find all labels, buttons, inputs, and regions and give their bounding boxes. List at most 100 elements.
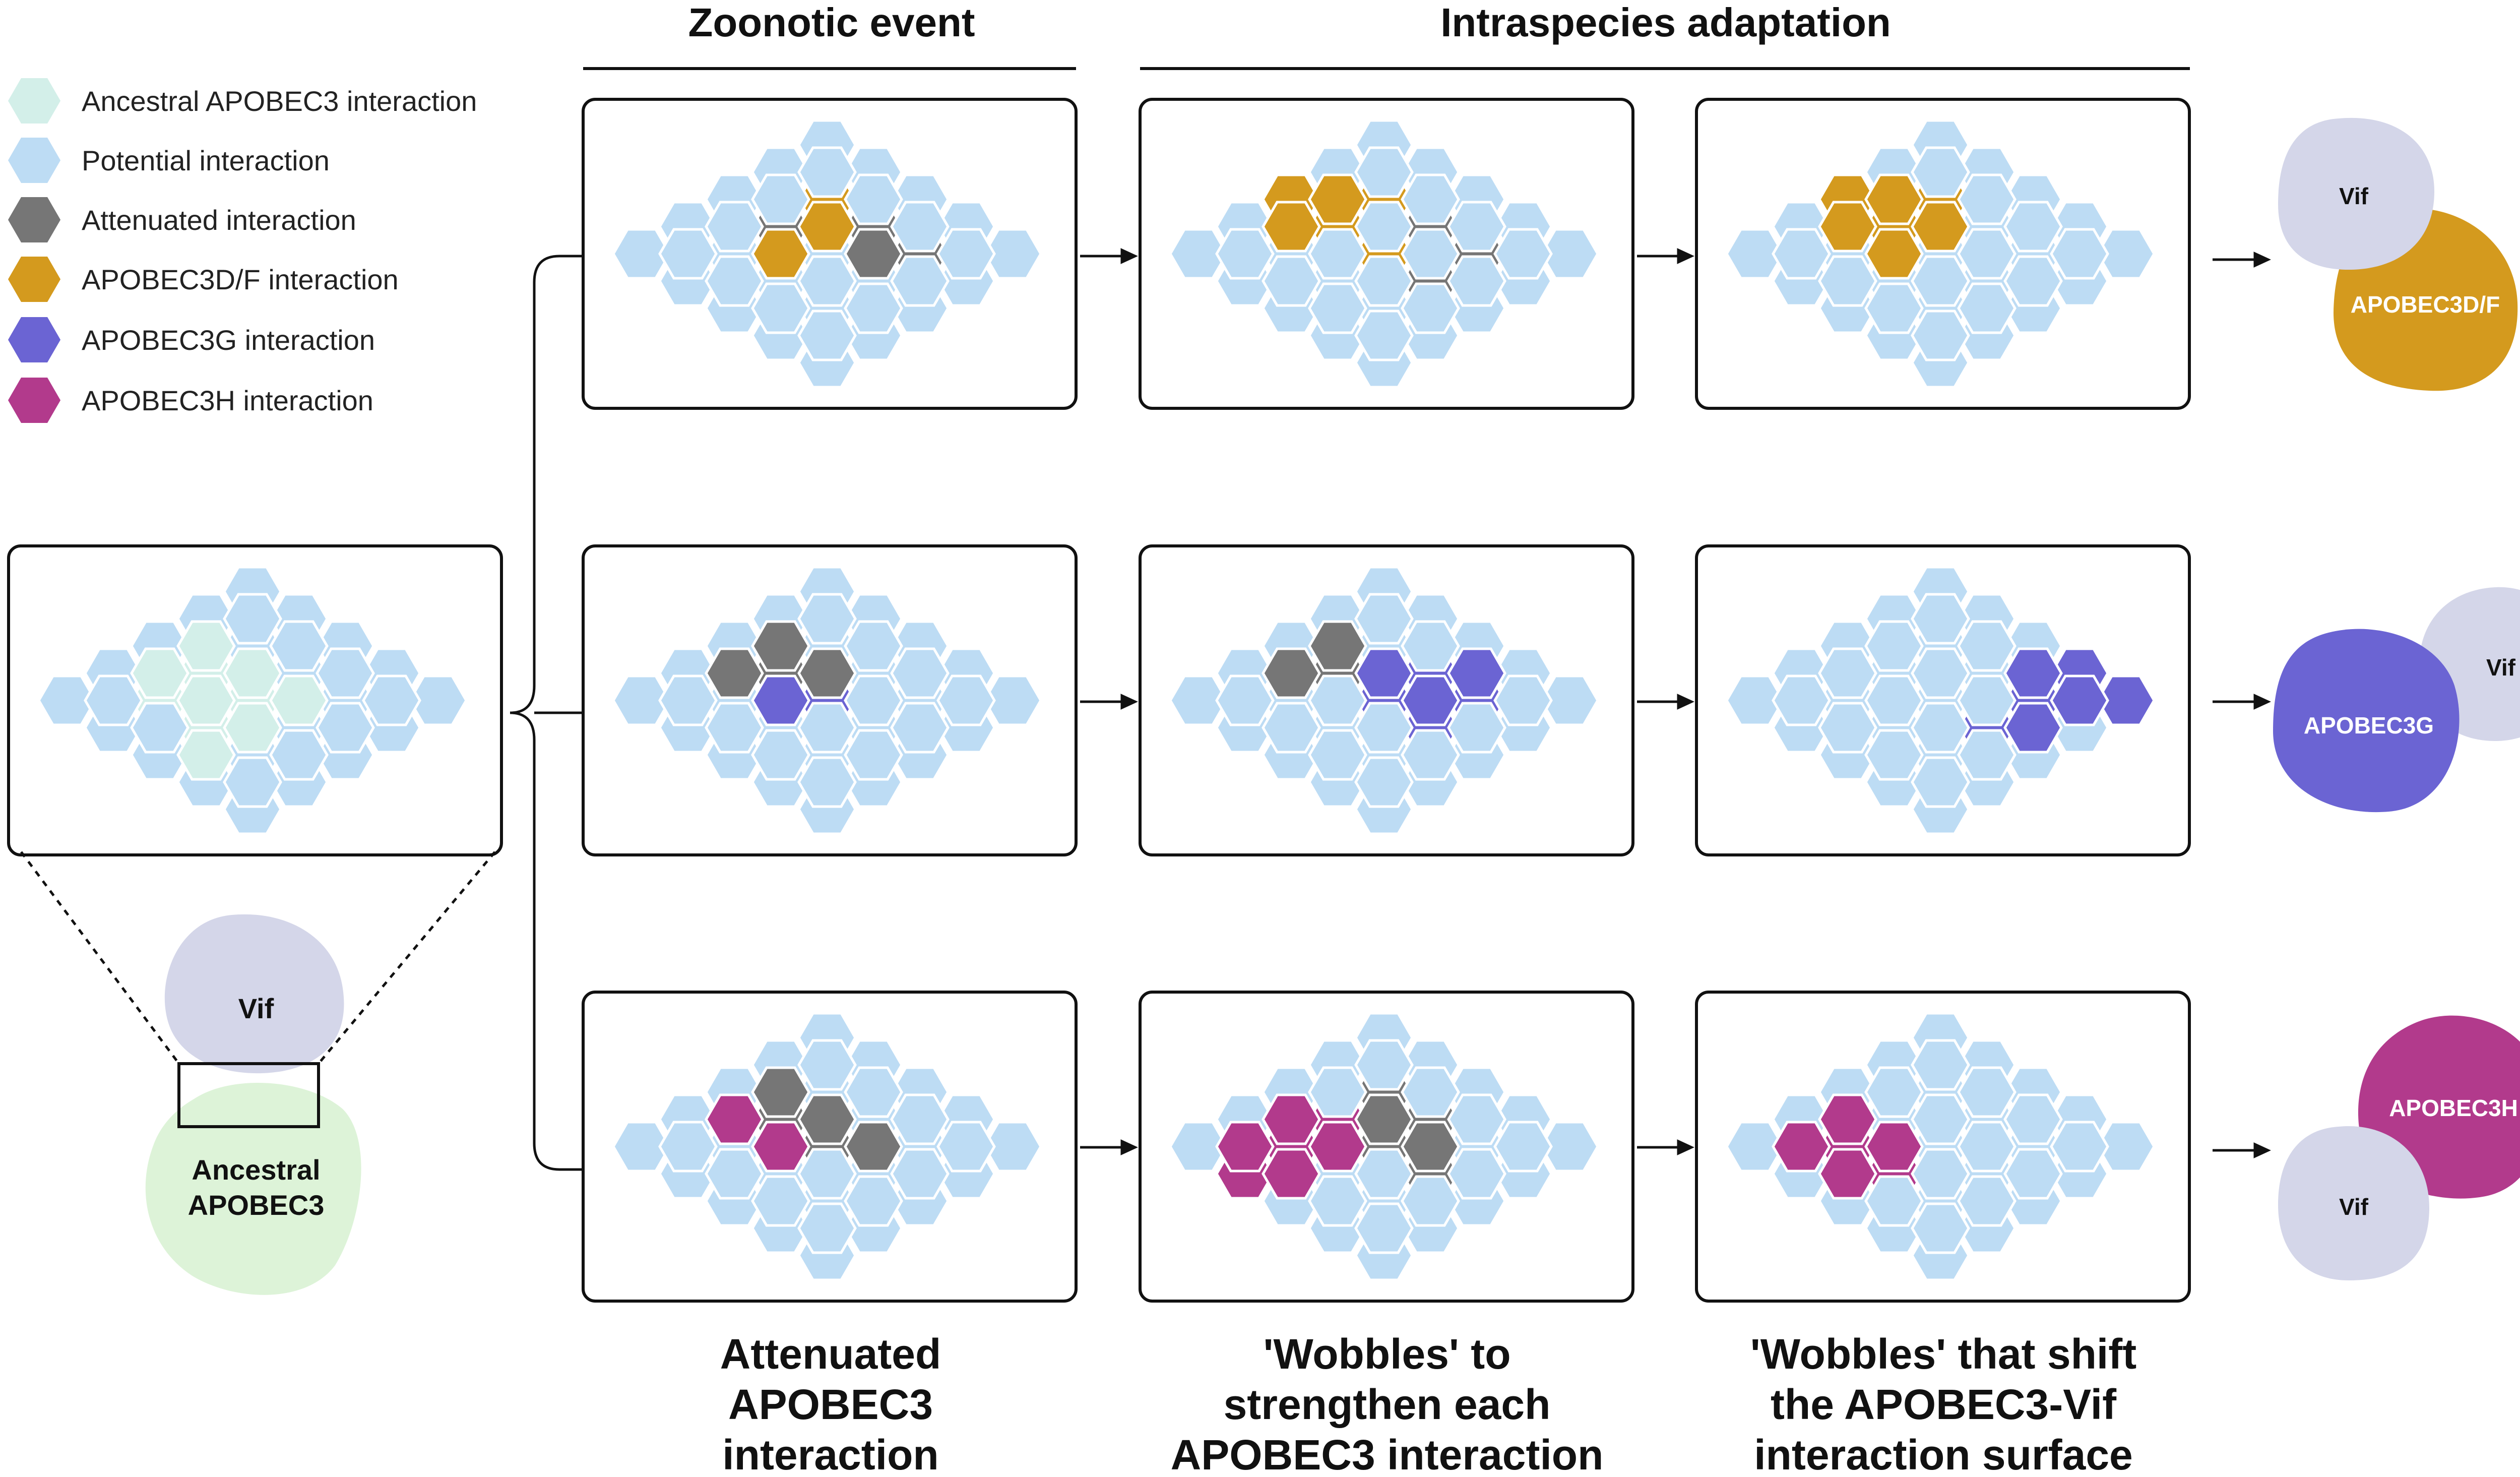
hex-potential bbox=[1401, 282, 1460, 334]
hex-potential bbox=[1957, 1066, 2017, 1118]
hex-potential bbox=[1957, 282, 2017, 334]
hex-potential bbox=[1911, 1202, 1970, 1254]
hex-potential bbox=[1308, 282, 1367, 334]
hex-a3df bbox=[1911, 201, 1970, 253]
hex-potential bbox=[2050, 1121, 2109, 1173]
hex-potential bbox=[890, 647, 950, 699]
zoom-line-left bbox=[20, 851, 180, 1065]
hex-potential bbox=[1911, 647, 1970, 699]
hex-a3g bbox=[1354, 647, 1414, 699]
hex-potential bbox=[890, 1148, 950, 1200]
hex-attenuated bbox=[844, 1121, 903, 1173]
hex-potential bbox=[1493, 1121, 1553, 1173]
hex-a3h bbox=[1818, 1148, 1877, 1200]
hex-potential bbox=[1493, 228, 1553, 280]
hex-potential bbox=[1354, 593, 1414, 645]
caption-attenuated-line2: APOBEC3 bbox=[728, 1381, 933, 1428]
hex-potential bbox=[2003, 255, 2063, 307]
hex-potential bbox=[844, 1066, 903, 1118]
hex-potential bbox=[1957, 729, 2017, 781]
hex-potential bbox=[1447, 1093, 1506, 1145]
hex-potential bbox=[936, 228, 996, 280]
hex-attenuated bbox=[705, 647, 764, 699]
hex-potential bbox=[1493, 674, 1553, 726]
panel-a3h-wobble bbox=[1139, 991, 1634, 1303]
panel-a3df-shift bbox=[1695, 98, 2191, 410]
hex-potential bbox=[1864, 1066, 1924, 1118]
hex-a3df bbox=[1864, 173, 1924, 225]
hex-potential bbox=[1447, 1148, 1506, 1200]
vif-label: Vif bbox=[2486, 654, 2516, 681]
hex-attenuated bbox=[797, 647, 857, 699]
hex-potential bbox=[223, 593, 282, 645]
hex-a3h bbox=[705, 1093, 764, 1145]
zoom-box bbox=[177, 1062, 320, 1128]
legend-item-attenuated: Attenuated interaction bbox=[8, 197, 356, 242]
hex-potential bbox=[797, 702, 857, 754]
hex-potential bbox=[1864, 620, 1924, 672]
hex-potential bbox=[705, 702, 764, 754]
legend-label: Ancestral APOBEC3 interaction bbox=[82, 85, 477, 117]
hex-potential bbox=[890, 702, 950, 754]
hex-potential bbox=[1308, 1066, 1367, 1118]
hex-potential bbox=[936, 1121, 996, 1173]
hex-ancestral bbox=[223, 702, 282, 754]
legend-label: APOBEC3D/F interaction bbox=[82, 264, 399, 295]
hex-potential bbox=[1957, 1121, 2017, 1173]
hex-ancestral bbox=[130, 647, 190, 699]
hex-potential bbox=[797, 1039, 857, 1091]
legend-item-potential: Potential interaction bbox=[8, 138, 330, 183]
outcome-a3h: APOBEC3H Vif bbox=[2278, 1015, 2520, 1280]
legend-hex-a3df bbox=[8, 257, 60, 302]
hex-potential bbox=[84, 674, 143, 726]
hex-potential bbox=[2003, 201, 2063, 253]
hex-ancestral bbox=[269, 674, 329, 726]
legend-label: APOBEC3H interaction bbox=[82, 385, 373, 416]
hex-a3h bbox=[1864, 1121, 1924, 1173]
panel-a3g-wobble bbox=[1139, 544, 1634, 856]
hex-potential bbox=[705, 1148, 764, 1200]
hex-potential bbox=[1911, 1093, 1970, 1145]
hex-potential bbox=[1354, 1202, 1414, 1254]
panel-a3df-zoonotic bbox=[582, 98, 1078, 410]
hex-potential bbox=[797, 1148, 857, 1200]
hex-ancestral bbox=[176, 674, 236, 726]
hex-potential bbox=[1911, 146, 1970, 198]
legend-item-a3g: APOBEC3G interaction bbox=[8, 317, 375, 362]
arrow bbox=[1080, 1139, 1138, 1155]
hex-potential bbox=[705, 255, 764, 307]
hex-potential bbox=[1911, 756, 1970, 808]
hex-potential bbox=[1169, 1121, 1228, 1173]
hex-attenuated bbox=[1401, 1121, 1460, 1173]
apobec3h-label: APOBEC3H bbox=[2389, 1095, 2518, 1121]
hex-potential bbox=[844, 282, 903, 334]
hex-potential bbox=[658, 674, 718, 726]
arrow bbox=[1080, 694, 1138, 710]
hex-attenuated bbox=[751, 1066, 810, 1118]
hex-a3h bbox=[1818, 1093, 1877, 1145]
hex-attenuated bbox=[797, 1093, 857, 1145]
hex-potential bbox=[612, 1121, 671, 1173]
hex-potential bbox=[1725, 1121, 1785, 1173]
hex-a3df bbox=[1262, 201, 1321, 253]
apobec3df-label: APOBEC3D/F bbox=[2351, 291, 2500, 318]
hex-potential bbox=[797, 593, 857, 645]
hex-potential bbox=[1957, 228, 2017, 280]
hex-potential bbox=[612, 228, 671, 280]
panel-a3g-zoonotic bbox=[582, 544, 1078, 856]
hex-potential bbox=[1354, 702, 1414, 754]
arrow bbox=[2213, 252, 2271, 268]
hex-potential bbox=[1957, 1175, 2017, 1227]
hex-potential bbox=[1911, 702, 1970, 754]
zoom-lines bbox=[20, 851, 496, 1065]
hex-potential bbox=[37, 674, 97, 726]
hex-potential bbox=[1911, 310, 1970, 361]
legend-hex-a3h bbox=[8, 378, 60, 423]
hex-a3df bbox=[751, 228, 810, 280]
outcome-a3df: Vif APOBEC3D/F bbox=[2278, 117, 2518, 391]
hex-attenuated bbox=[751, 620, 810, 672]
vif-blob bbox=[2278, 1126, 2430, 1280]
hex-potential bbox=[844, 729, 903, 781]
caption-wobbles-strengthen-line2: strengthen each bbox=[1224, 1381, 1551, 1428]
hex-potential bbox=[1911, 255, 1970, 307]
